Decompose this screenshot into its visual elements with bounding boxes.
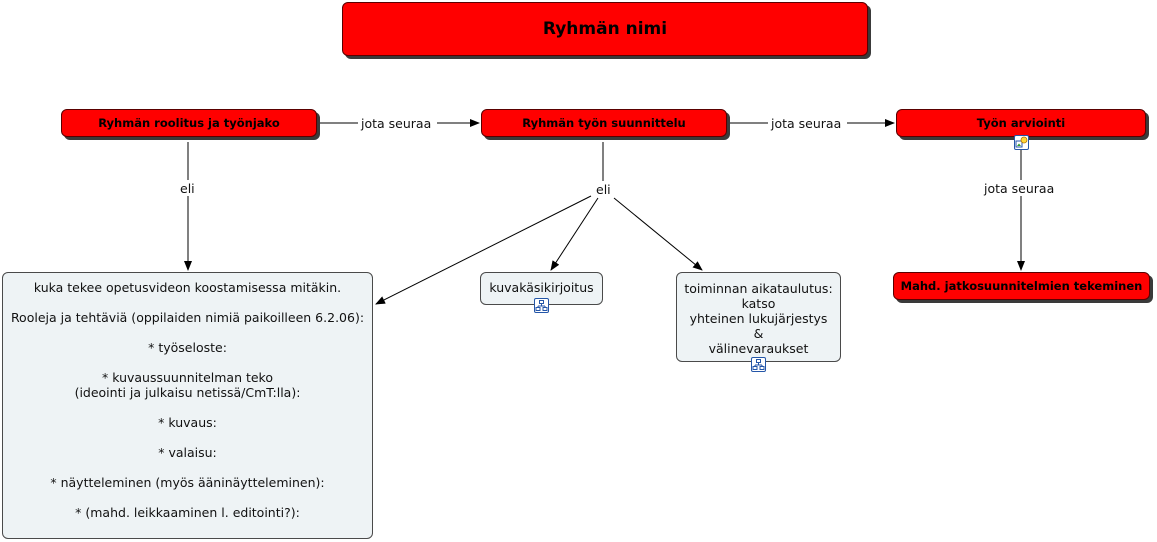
- arrow-eli-to-storyboard: [550, 197, 599, 271]
- evaluation-node[interactable]: Työn arviointi: [896, 109, 1146, 137]
- arrow-eli-to-who-does-2: [375, 195, 592, 305]
- schedule-note[interactable]: toiminnan aikataulutus: katso yhteinen l…: [676, 272, 841, 362]
- concept-map-resource-icon[interactable]: [534, 298, 549, 313]
- followup-node[interactable]: Mahd. jatkosuunnitelmien tekeminen: [893, 272, 1150, 300]
- link-label-planning-eli: eli: [593, 182, 614, 197]
- link-label-planning-evaluation: jota seuraa: [768, 116, 845, 131]
- link-label-evaluation-followup: jota seuraa: [981, 181, 1058, 196]
- link-label-roles-planning: jota seuraa: [358, 116, 435, 131]
- concept-map-resource-icon[interactable]: [751, 357, 766, 372]
- who-does-note[interactable]: kuka tekee opetusvideon koostamisessa mi…: [2, 272, 373, 539]
- link-label-roles-eli: eli: [177, 181, 198, 196]
- arrow-eli-to-schedule: [613, 197, 703, 271]
- group-name-node[interactable]: Ryhmän nimi: [342, 2, 868, 56]
- planning-node[interactable]: Ryhmän työn suunnittelu: [481, 109, 727, 137]
- image-resource-icon[interactable]: [1014, 135, 1029, 150]
- roles-node[interactable]: Ryhmän roolitus ja työnjako: [61, 109, 317, 137]
